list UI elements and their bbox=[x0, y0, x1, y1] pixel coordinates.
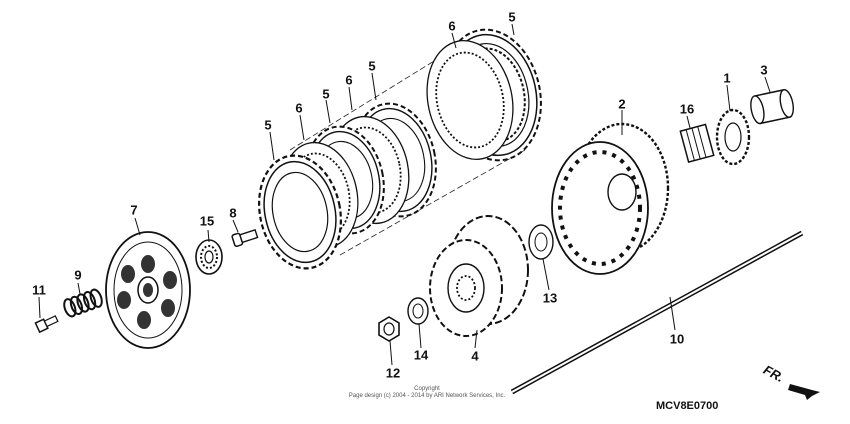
copyright-line-2: Page design (c) 2004 - 2014 by ARI Netwo… bbox=[348, 393, 506, 399]
callout-16: 16 bbox=[679, 101, 695, 117]
lifter-piece-8[interactable] bbox=[231, 228, 259, 248]
stack-outline-dashed bbox=[289, 44, 526, 256]
callout-6-middle: 6 bbox=[345, 72, 353, 88]
callout-1: 1 bbox=[723, 70, 731, 86]
callout-11: 11 bbox=[32, 282, 46, 298]
clutch-outer-2[interactable] bbox=[551, 122, 670, 275]
leader-lines bbox=[38, 23, 771, 366]
callout-3: 3 bbox=[760, 62, 768, 78]
washer-13[interactable] bbox=[528, 224, 554, 260]
callout-5-second: 5 bbox=[322, 86, 330, 102]
diagram-code: MCV8E0700 bbox=[656, 400, 719, 412]
callout-12: 12 bbox=[385, 365, 401, 381]
lifter-rod-10[interactable] bbox=[510, 230, 804, 395]
copyright-notice: Copyright Page design (c) 2004 - 2014 by… bbox=[327, 386, 527, 400]
callout-5-rear: 5 bbox=[508, 9, 516, 25]
clutch-spring-9[interactable] bbox=[62, 288, 104, 318]
clutch-center-4[interactable] bbox=[429, 215, 529, 337]
callout-9: 9 bbox=[74, 267, 82, 283]
oil-pump-gear-1[interactable] bbox=[715, 108, 751, 166]
bolt-11[interactable] bbox=[34, 314, 59, 334]
callout-10: 10 bbox=[669, 331, 685, 347]
plain-plate-6-rear[interactable] bbox=[416, 33, 523, 168]
callout-5-front: 5 bbox=[264, 117, 272, 133]
callout-6-front: 6 bbox=[295, 100, 303, 116]
washer-14[interactable] bbox=[407, 297, 429, 325]
lock-nut-12[interactable] bbox=[378, 316, 400, 342]
copyright-line-1: Copyright bbox=[414, 386, 440, 392]
bearing-15[interactable] bbox=[195, 239, 223, 275]
front-direction-arrow-icon bbox=[788, 384, 820, 400]
callout-8: 8 bbox=[229, 205, 237, 221]
callout-6-rear: 6 bbox=[448, 18, 456, 34]
friction-disc-5-front[interactable] bbox=[249, 148, 351, 276]
callout-4: 4 bbox=[471, 348, 479, 364]
needle-bearing-16[interactable] bbox=[679, 123, 715, 163]
callout-14: 14 bbox=[413, 347, 429, 363]
callout-2: 2 bbox=[618, 96, 626, 112]
pressure-plate-7[interactable] bbox=[105, 231, 191, 349]
callout-7: 7 bbox=[130, 202, 138, 218]
callout-13: 13 bbox=[542, 290, 558, 306]
callout-5-middle: 5 bbox=[368, 58, 376, 74]
callout-15: 15 bbox=[199, 213, 215, 229]
collar-3[interactable] bbox=[749, 88, 796, 125]
